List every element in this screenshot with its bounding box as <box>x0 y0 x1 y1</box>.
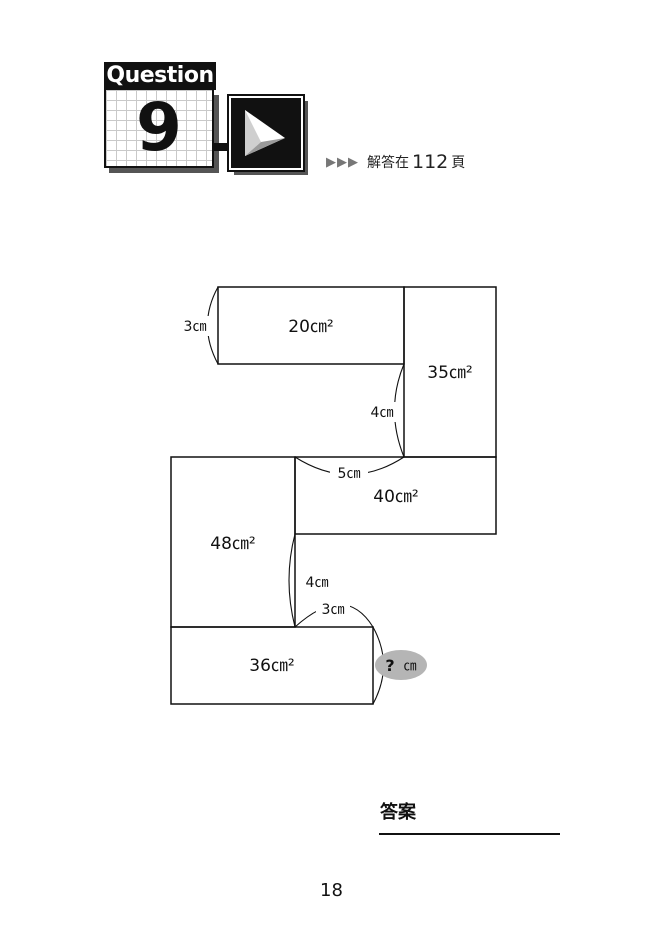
unknown-length-bubble: ? ㎝ <box>375 650 427 680</box>
answer-label: 答案 <box>380 802 416 823</box>
question-number-box: 9 <box>104 90 214 168</box>
area-label-bottom: 36㎝² <box>249 656 294 676</box>
dim-label-bottom-top: 3㎝ <box>322 602 345 618</box>
dim-label-left-inner: 4㎝ <box>306 575 329 591</box>
area-label-middle: 40㎝² <box>373 487 418 507</box>
answer-ref-suffix: 頁 <box>451 155 466 171</box>
question-number: 9 <box>136 89 182 166</box>
triangle-icon <box>227 94 305 172</box>
dim-label-middle-top: 5㎝ <box>338 466 361 482</box>
question-title: Question <box>104 62 216 90</box>
answer-ref-prefix: 解答在 <box>367 155 409 171</box>
question-mark-icon: ? <box>385 656 394 675</box>
rect-bottom <box>170 626 374 705</box>
answer-ref-page: 112 <box>412 151 449 173</box>
page-number: 18 <box>320 880 343 901</box>
dim-arc-left-inner <box>288 533 296 628</box>
badge-connector <box>212 143 232 151</box>
arrows-icon: ▶▶▶ <box>326 154 359 170</box>
question-badge: Question 9 <box>104 62 216 168</box>
area-label-right-vertical: 35㎝² <box>427 363 472 383</box>
area-label-left-vertical: 48㎝² <box>210 534 255 554</box>
answer-page-reference: ▶▶▶ 解答在 112 頁 <box>326 150 465 174</box>
dim-label-top-left: 3㎝ <box>184 319 207 335</box>
answer-input-line[interactable] <box>379 833 560 835</box>
dim-label-right-inner: 4㎝ <box>371 405 394 421</box>
unknown-unit: ㎝ <box>403 659 416 674</box>
area-label-top: 20㎝² <box>288 317 333 337</box>
